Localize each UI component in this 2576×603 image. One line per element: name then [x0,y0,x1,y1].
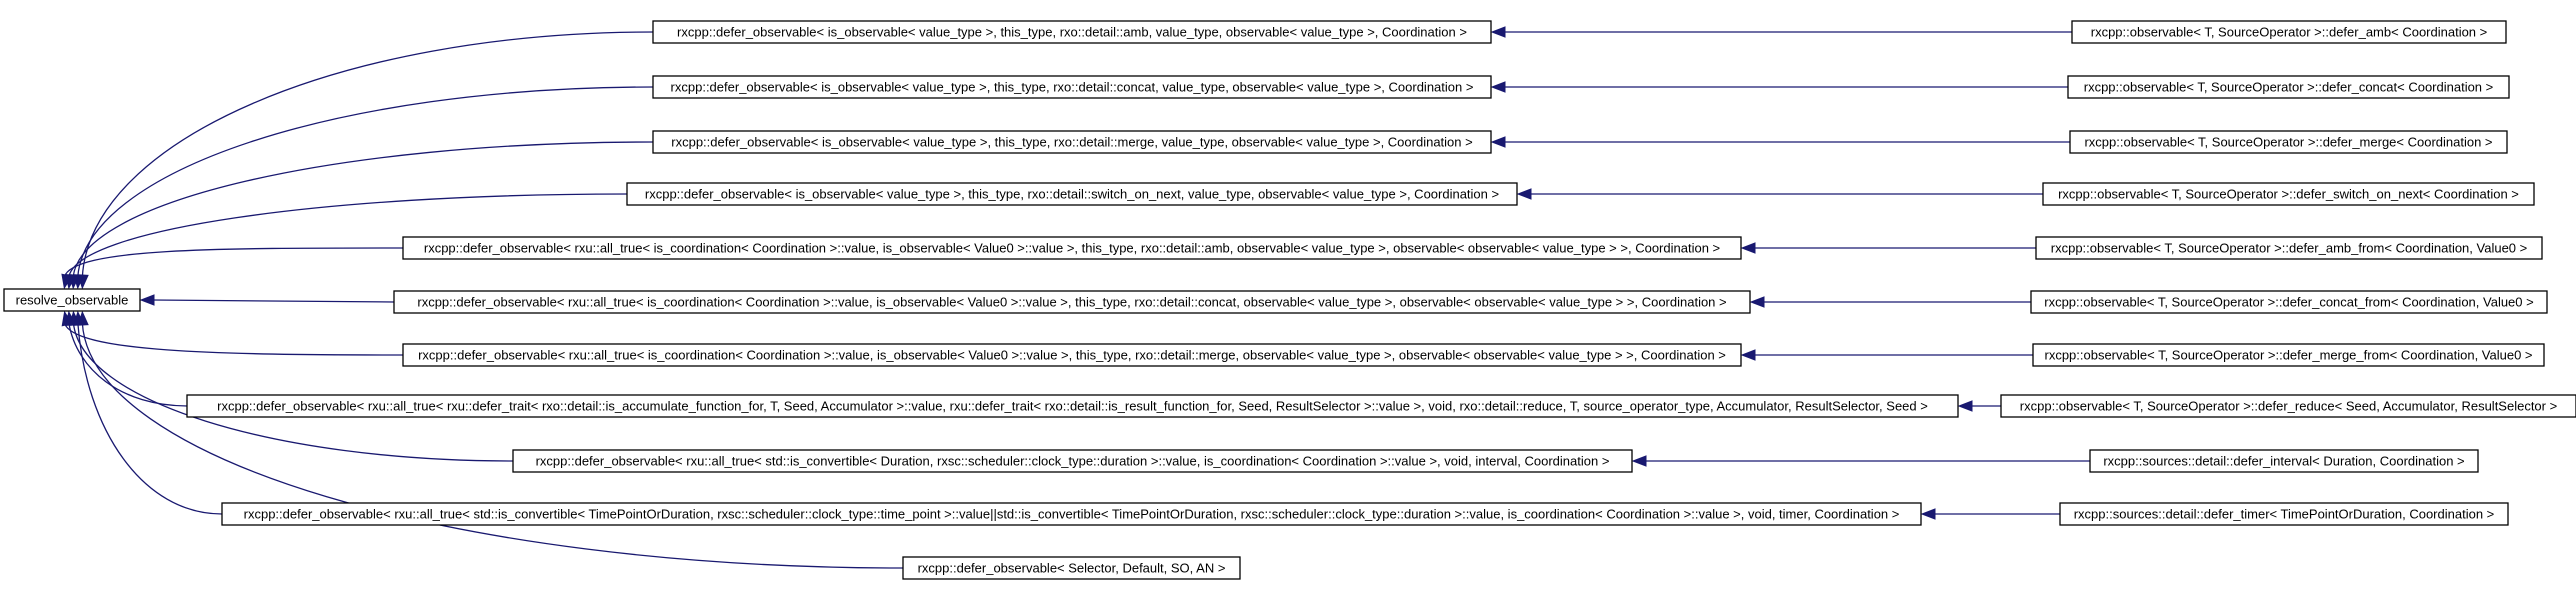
edge-m10-to-root-arrowhead [77,310,89,326]
edge-r0-to-m0-arrowhead [1490,26,1506,38]
node-derived-5[interactable]: rxcpp::observable< T, SourceOperator >::… [2030,290,2548,314]
edge-m10-to-root [81,322,904,569]
edge-m9-to-root [77,322,223,515]
edge-m8-to-root [72,322,514,462]
node-derived-3[interactable]: rxcpp::observable< T, SourceOperator >::… [2042,182,2535,206]
node-derived-1[interactable]: rxcpp::observable< T, SourceOperator >::… [2067,75,2510,99]
node-resolve-observable[interactable]: resolve_observable [3,288,141,312]
node-derived-0[interactable]: rxcpp::observable< T, SourceOperator >::… [2071,20,2507,44]
edge-m2-to-root [72,141,654,278]
node-derived-6-box [2032,343,2545,367]
node-derived-9-box [2059,502,2509,526]
node-defer-observable-10-label: rxcpp::defer_observable< Selector, Defau… [918,561,1226,576]
edge-r7-to-m7-arrowhead [1957,400,1973,412]
node-defer-observable-3-box [626,182,1518,206]
edges-layer [61,26,2090,569]
edge-r8-to-m8-arrowhead [1631,455,1647,467]
node-derived-1-box [2067,75,2510,99]
node-defer-observable-4-box [402,236,1742,260]
node-derived-7[interactable]: rxcpp::observable< T, SourceOperator >::… [2000,394,2576,418]
node-derived-6[interactable]: rxcpp::observable< T, SourceOperator >::… [2032,343,2545,367]
node-derived-2-box [2069,130,2508,154]
node-defer-observable-7[interactable]: rxcpp::defer_observable< rxu::all_true< … [186,394,1959,418]
node-defer-observable-0-box [652,20,1492,44]
node-defer-observable-10[interactable]: rxcpp::defer_observable< Selector, Defau… [902,556,1241,580]
node-defer-observable-2-box [652,130,1492,154]
node-defer-observable-6-label: rxcpp::defer_observable< rxu::all_true< … [418,348,1726,363]
edge-m1-to-root [77,86,654,278]
edge-r6-to-m6-arrowhead [1740,349,1756,361]
nodes-layer: resolve_observablerxcpp::defer_observabl… [3,20,2576,580]
node-derived-2-label: rxcpp::observable< T, SourceOperator >::… [2084,135,2492,150]
edge-m5-to-root-arrowhead [139,294,155,306]
edge-m4-to-root [63,247,404,278]
node-derived-9-label: rxcpp::sources::detail::defer_timer< Tim… [2074,507,2495,522]
node-derived-9[interactable]: rxcpp::sources::detail::defer_timer< Tim… [2059,502,2509,526]
node-derived-4[interactable]: rxcpp::observable< T, SourceOperator >::… [2035,236,2543,260]
node-defer-observable-3[interactable]: rxcpp::defer_observable< is_observable< … [626,182,1518,206]
node-defer-observable-8[interactable]: rxcpp::defer_observable< rxu::all_true< … [512,449,1633,473]
node-defer-observable-6[interactable]: rxcpp::defer_observable< rxu::all_true< … [402,343,1742,367]
node-derived-1-label: rxcpp::observable< T, SourceOperator >::… [2084,80,2494,95]
node-defer-observable-4-label: rxcpp::defer_observable< rxu::all_true< … [424,241,1720,256]
node-derived-7-box [2000,394,2576,418]
node-defer-observable-7-label: rxcpp::defer_observable< rxu::all_true< … [217,399,1928,414]
node-derived-6-label: rxcpp::observable< T, SourceOperator >::… [2044,348,2532,363]
node-derived-8-box [2089,449,2479,473]
node-defer-observable-5-box [393,290,1751,314]
node-derived-3-label: rxcpp::observable< T, SourceOperator >::… [2058,187,2519,202]
node-derived-4-label: rxcpp::observable< T, SourceOperator >::… [2051,241,2527,256]
edge-r3-to-m3-arrowhead [1516,188,1532,200]
node-defer-observable-1-box [652,75,1492,99]
node-defer-observable-2-label: rxcpp::defer_observable< is_observable< … [671,135,1472,150]
edge-r1-to-m1-arrowhead [1490,81,1506,93]
node-derived-2[interactable]: rxcpp::observable< T, SourceOperator >::… [2069,130,2508,154]
node-defer-observable-9[interactable]: rxcpp::defer_observable< rxu::all_true< … [221,502,1922,526]
node-defer-observable-5[interactable]: rxcpp::defer_observable< rxu::all_true< … [393,290,1751,314]
node-defer-observable-9-label: rxcpp::defer_observable< rxu::all_true< … [244,507,1900,522]
edge-m7-to-root [68,322,188,407]
node-derived-3-box [2042,182,2535,206]
node-defer-observable-2[interactable]: rxcpp::defer_observable< is_observable< … [652,130,1492,154]
node-derived-8[interactable]: rxcpp::sources::detail::defer_interval< … [2089,449,2479,473]
node-derived-5-label: rxcpp::observable< T, SourceOperator >::… [2044,295,2533,310]
node-derived-0-label: rxcpp::observable< T, SourceOperator >::… [2091,25,2488,40]
edge-r9-to-m9-arrowhead [1920,508,1936,520]
node-defer-observable-4[interactable]: rxcpp::defer_observable< rxu::all_true< … [402,236,1742,260]
node-defer-observable-9-box [221,502,1922,526]
edge-m3-to-root [68,193,628,278]
node-defer-observable-1-label: rxcpp::defer_observable< is_observable< … [671,80,1474,95]
edge-r5-to-m5-arrowhead [1749,296,1765,308]
edge-r4-to-m4-arrowhead [1740,242,1756,254]
node-derived-7-label: rxcpp::observable< T, SourceOperator >::… [2020,399,2557,414]
edge-m5-to-root [152,299,395,303]
node-defer-observable-6-box [402,343,1742,367]
node-defer-observable-10-box [902,556,1241,580]
edge-m0-to-root [81,31,654,278]
node-defer-observable-8-label: rxcpp::defer_observable< rxu::all_true< … [536,454,1610,469]
node-defer-observable-1[interactable]: rxcpp::defer_observable< is_observable< … [652,75,1492,99]
edge-m4-to-root-arrowhead [61,273,73,290]
node-defer-observable-8-box [512,449,1633,473]
node-resolve-observable-box [3,288,141,312]
node-defer-observable-3-label: rxcpp::defer_observable< is_observable< … [645,187,1499,202]
node-defer-observable-5-label: rxcpp::defer_observable< rxu::all_true< … [417,295,1726,310]
node-derived-8-label: rxcpp::sources::detail::defer_interval< … [2103,454,2464,469]
node-defer-observable-0[interactable]: rxcpp::defer_observable< is_observable< … [652,20,1492,44]
edge-r2-to-m2-arrowhead [1490,136,1506,148]
node-derived-4-box [2035,236,2543,260]
node-resolve-observable-label: resolve_observable [16,293,129,308]
node-defer-observable-0-label: rxcpp::defer_observable< is_observable< … [677,25,1467,40]
edge-m6-to-root [63,322,404,356]
node-defer-observable-7-box [186,394,1959,418]
node-derived-5-box [2030,290,2548,314]
node-derived-0-box [2071,20,2507,44]
